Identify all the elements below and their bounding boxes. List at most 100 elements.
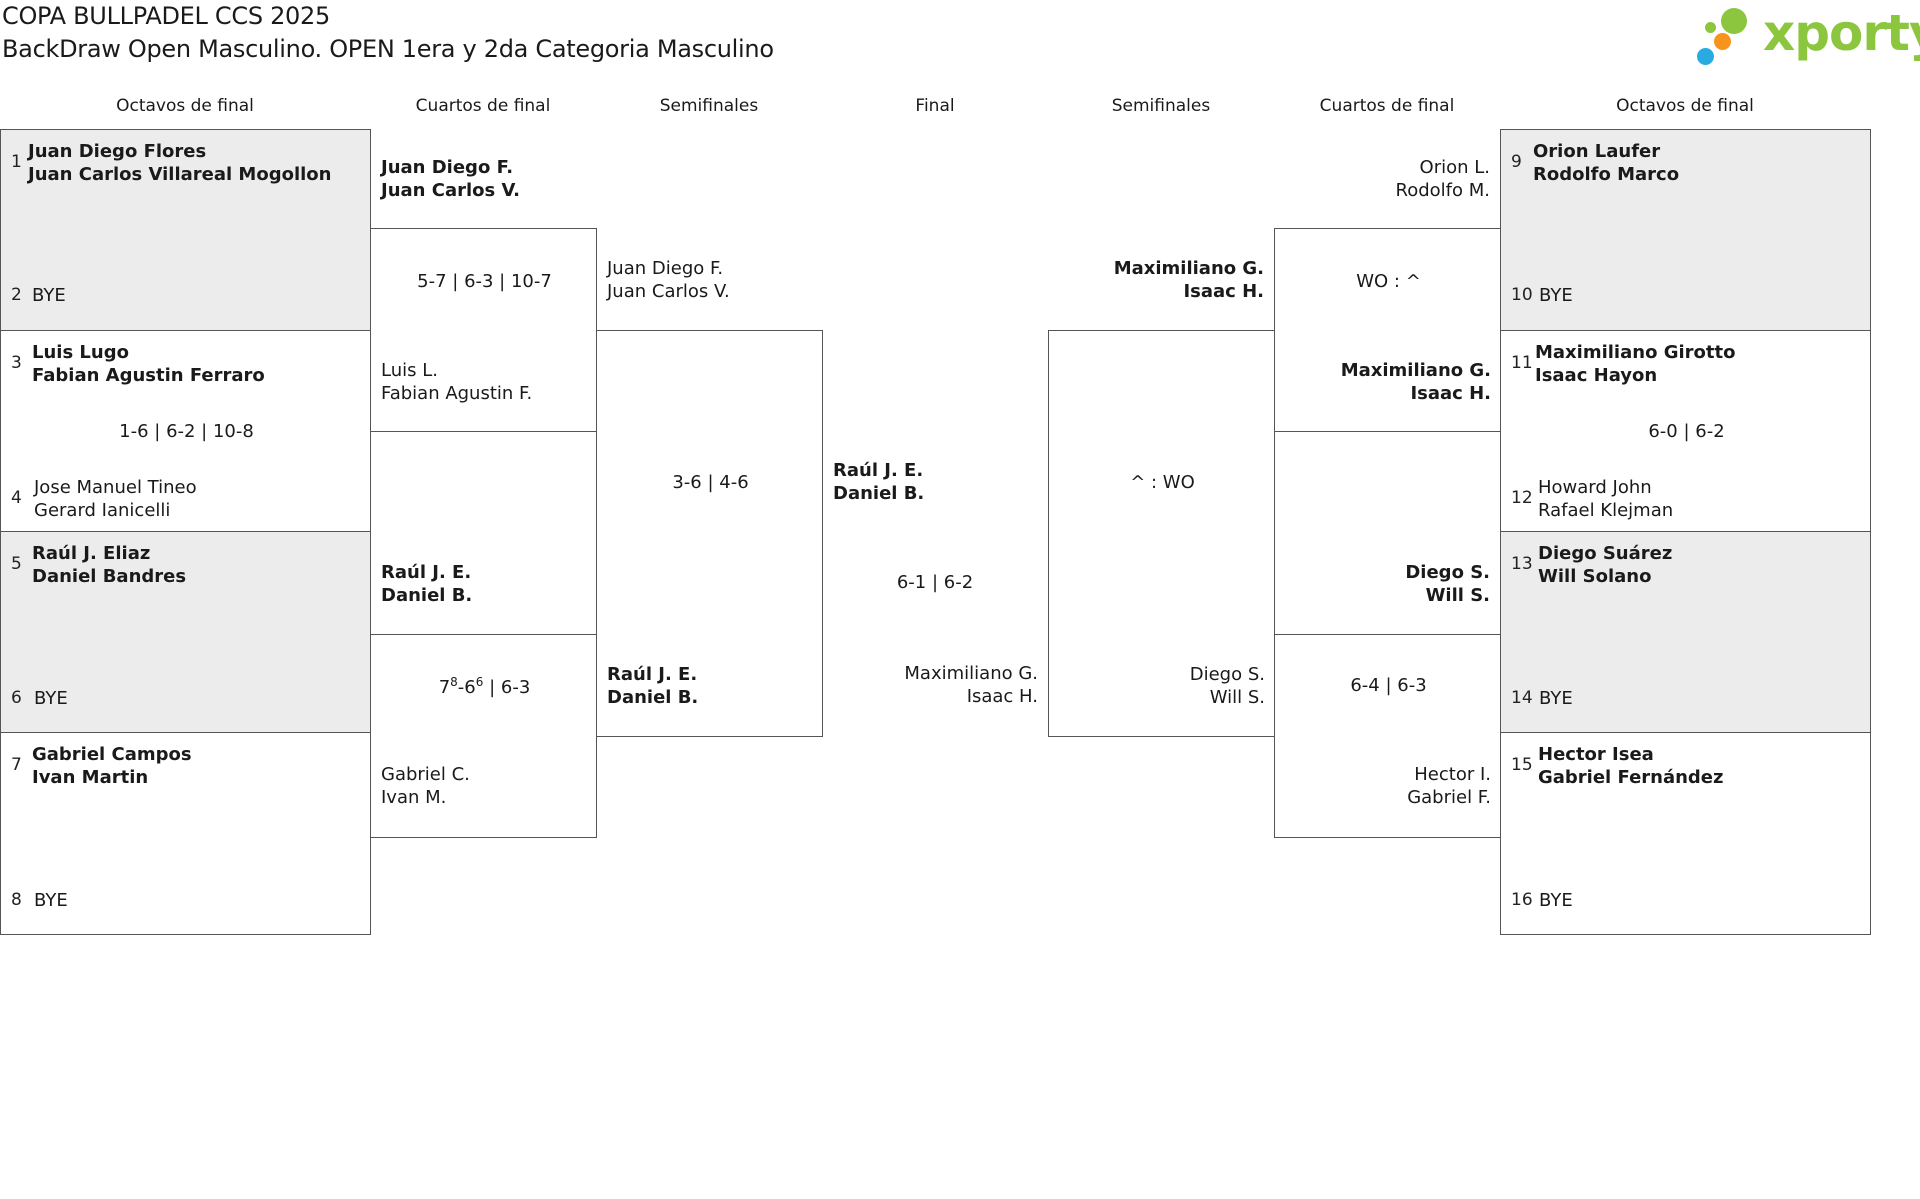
team-a-player-2: Rodolfo Marco (1533, 164, 1680, 185)
col-right-r16: Octavos de final (1616, 96, 1754, 116)
match-score: 5-7 | 6-3 | 10-7 (417, 271, 552, 292)
seed-number: 10 (1511, 285, 1533, 305)
team-b-player-2: Rafael Klejman (1538, 500, 1674, 521)
match-qf-right-1: WO : ^ Maximiliano G. Isaac H. (1274, 228, 1501, 432)
team-a-player-2: Isaac Hayon (1535, 365, 1658, 386)
seed-number: 15 (1511, 755, 1533, 775)
team-a-player-1: Hector Isea (1538, 744, 1654, 765)
seed-number: 8 (11, 890, 22, 910)
match-score: 6-4 | 6-3 (1350, 675, 1427, 696)
team-a-player-1: Luis Lugo (32, 342, 129, 363)
tournament-title: COPA BULLPADEL CCS 2025 (2, 2, 330, 30)
team-b-player-2: Will S. (1209, 687, 1265, 708)
match-qf-left-2: 78-66 | 6-3 Gabriel C. Ivan M. (370, 634, 597, 838)
team-b-player-2: Isaac H. (1410, 383, 1491, 404)
final-team-a-player-1: Raúl J. E. (833, 460, 924, 481)
qf-right-1-team-a-player-1: Orion L. (1419, 157, 1490, 178)
team-b-player-2: Ivan M. (381, 787, 447, 808)
team-b-player-1: Hector I. (1414, 764, 1491, 785)
match-qf-left-1: 5-7 | 6-3 | 10-7 Luis L. Fabian Agustin … (370, 228, 597, 432)
team-b-player-1: BYE (1539, 890, 1573, 911)
seed-number: 9 (1511, 152, 1522, 172)
match-score: 6-0 | 6-2 (1648, 421, 1725, 442)
qf-left-2-team-a-player-2: Daniel B. (381, 585, 473, 606)
team-a-player-2: Juan Carlos Villareal Mogollon (28, 164, 332, 185)
team-a-player-1: Diego Suárez (1538, 543, 1673, 564)
seed-number: 7 (11, 755, 22, 775)
team-a-player-2: Gabriel Fernández (1538, 767, 1724, 788)
team-a-player-1: Maximiliano Girotto (1535, 342, 1736, 363)
team-b-player-2: Daniel B. (607, 687, 699, 708)
team-b-player-1: Luis L. (381, 360, 438, 381)
col-right-qf: Cuartos de final (1319, 96, 1455, 116)
seed-number: 3 (11, 353, 22, 373)
qf-left-1-team-a-player-2: Juan Carlos V. (381, 180, 520, 201)
col-left-r16: Octavos de final (116, 96, 254, 116)
team-a-player-2: Fabian Agustin Ferraro (32, 365, 265, 386)
team-b-player-1: Raúl J. E. (607, 664, 698, 685)
logo-dot-orange (1714, 33, 1731, 50)
team-a-player-2: Will Solano (1538, 566, 1652, 587)
match-r16-left-3: 5 Raúl J. Eliaz Daniel Bandres 6 BYE (0, 531, 371, 733)
seed-number: 5 (11, 554, 22, 574)
team-a-player-1: Orion Laufer (1533, 141, 1661, 162)
final-team-b-player-2: Isaac H. (966, 686, 1038, 707)
seed-number: 16 (1511, 890, 1533, 910)
match-r16-left-2: 3 Luis Lugo Fabian Agustin Ferraro 1-6 |… (0, 330, 371, 532)
final-team-a-player-2: Daniel B. (833, 483, 925, 504)
team-a-player-1: Gabriel Campos (32, 744, 192, 765)
match-r16-right-1: 9 Orion Laufer Rodolfo Marco 10 BYE (1500, 129, 1871, 331)
seed-number: 13 (1511, 554, 1533, 574)
qf-left-2-team-a-player-1: Raúl J. E. (381, 562, 472, 583)
match-score: 3-6 | 4-6 (672, 472, 749, 493)
final-score: 6-1 | 6-2 (896, 572, 974, 593)
team-a-player-2: Ivan Martin (32, 767, 149, 788)
logo-dot-blue (1697, 48, 1714, 65)
sf-left-team-a-player-1: Juan Diego F. (607, 258, 724, 279)
team-b-player-2: Gerard Ianicelli (34, 500, 171, 521)
match-sf-right: ^ : WO Diego S. Will S. (1048, 330, 1275, 737)
col-right-sf: Semifinales (1111, 96, 1211, 116)
team-b-player-1: BYE (34, 890, 68, 911)
team-b-player-1: Diego S. (1189, 664, 1265, 685)
draw-subtitle: BackDraw Open Masculino. OPEN 1era y 2da… (2, 35, 774, 63)
match-sf-left: 3-6 | 4-6 Raúl J. E. Daniel B. (596, 330, 823, 737)
team-b-player-1: Gabriel C. (381, 764, 470, 785)
team-a-player-1: Raúl J. Eliaz (32, 543, 151, 564)
match-score: WO : ^ (1356, 271, 1421, 292)
team-b-player-1: BYE (32, 285, 66, 306)
match-score: 78-66 | 6-3 (438, 675, 531, 698)
match-r16-right-3: 13 Diego Suárez Will Solano 14 BYE (1500, 531, 1871, 733)
qf-right-1-team-a-player-2: Rodolfo M. (1395, 180, 1490, 201)
xporty-logo: xporty (1697, 4, 1920, 68)
col-final: Final (915, 96, 955, 116)
team-a-player-1: Juan Diego Flores (28, 141, 207, 162)
team-b-player-1: BYE (1539, 688, 1573, 709)
seed-number: 4 (11, 488, 22, 508)
team-b-player-1: BYE (1539, 285, 1573, 306)
final-team-b-player-1: Maximiliano G. (904, 663, 1038, 684)
match-r16-left-4: 7 Gabriel Campos Ivan Martin 8 BYE (0, 732, 371, 935)
seed-number: 14 (1511, 688, 1533, 708)
match-score: ^ : WO (1130, 472, 1195, 493)
qf-left-1-team-a-player-1: Juan Diego F. (381, 157, 514, 178)
match-r16-right-2: 11 Maximiliano Girotto Isaac Hayon 6-0 |… (1500, 330, 1871, 532)
team-b-player-1: Maximiliano G. (1340, 360, 1491, 381)
sf-right-team-a-player-2: Isaac H. (1183, 281, 1264, 302)
match-qf-right-2: 6-4 | 6-3 Hector I. Gabriel F. (1274, 634, 1501, 838)
seed-number: 1 (11, 152, 22, 172)
match-r16-left-1: 1 Juan Diego Flores Juan Carlos Villarea… (0, 129, 371, 331)
seed-number: 2 (11, 285, 22, 305)
team-b-player-1: Howard John (1538, 477, 1652, 498)
match-r16-right-4: 15 Hector Isea Gabriel Fernández 16 BYE (1500, 732, 1871, 935)
team-b-player-1: Jose Manuel Tineo (34, 477, 197, 498)
logo-dot-green-small (1705, 22, 1716, 33)
team-b-player-2: Gabriel F. (1407, 787, 1491, 808)
team-b-player-1: BYE (34, 688, 68, 709)
qf-right-2-team-a-player-2: Will S. (1425, 585, 1490, 606)
col-left-qf: Cuartos de final (415, 96, 551, 116)
sf-left-team-a-player-2: Juan Carlos V. (607, 281, 730, 302)
logo-text: xporty (1763, 4, 1920, 62)
seed-number: 11 (1511, 353, 1533, 373)
match-score: 1-6 | 6-2 | 10-8 (119, 421, 254, 442)
